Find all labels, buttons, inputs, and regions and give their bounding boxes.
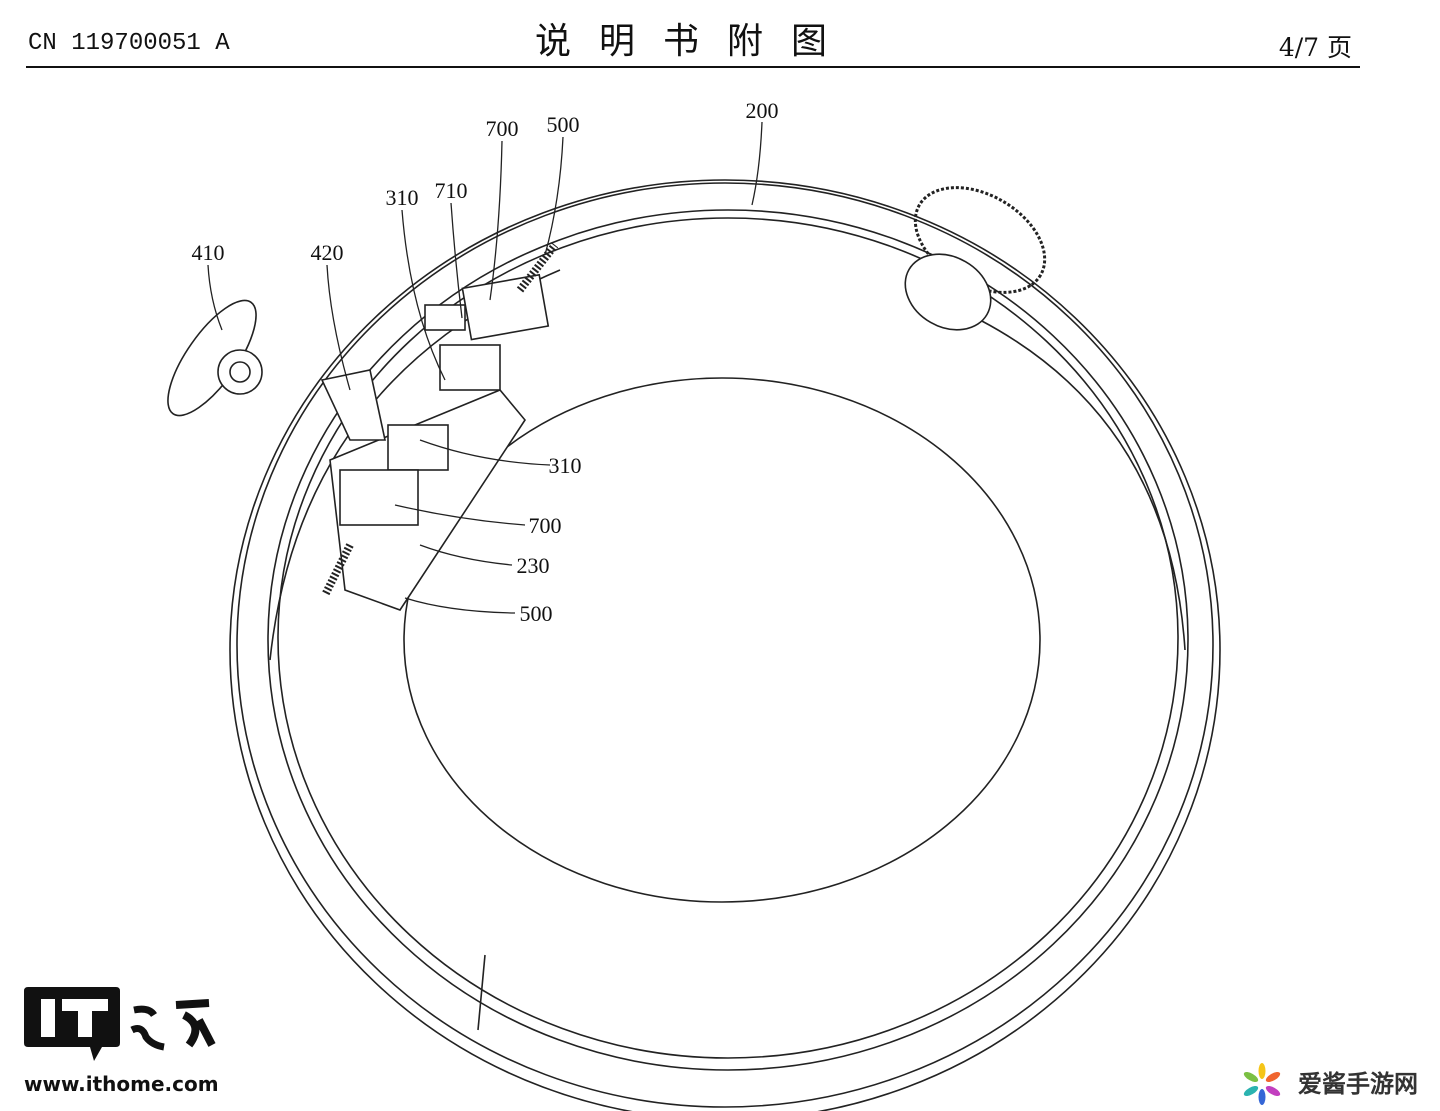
ithome-logo: [24, 987, 216, 1061]
label-310-right: 310: [549, 453, 582, 478]
ithome-url: www.ithome.com: [24, 1072, 219, 1096]
strap-attachment-assembly: [320, 242, 559, 611]
strap-pin-410: [167, 299, 263, 417]
publication-number: CN 119700051 A: [28, 30, 230, 57]
label-500-top: 500: [547, 112, 580, 137]
label-230: 230: [517, 553, 550, 578]
watch-case: [229, 179, 1221, 1111]
header-rule: [26, 66, 1360, 68]
label-420: 420: [311, 240, 344, 265]
label-700-right: 700: [529, 513, 562, 538]
label-200: 200: [746, 98, 779, 123]
label-310-top: 310: [386, 185, 419, 210]
page-number: 4/7 页: [1278, 33, 1352, 62]
crown: [904, 186, 1047, 331]
label-710: 710: [435, 178, 468, 203]
display-circle: [403, 377, 1041, 903]
aijiang-watermark: 爱酱手游网: [1240, 1058, 1440, 1110]
leader-lines: [207, 121, 763, 614]
page-title: 说明书附图: [534, 21, 855, 62]
label-410: 410: [192, 240, 225, 265]
pinwheel-icon: [1243, 1063, 1281, 1105]
aijiang-text: 爱酱手游网: [1298, 1070, 1418, 1098]
label-700-top: 700: [486, 116, 519, 141]
label-500-bottom: 500: [520, 601, 553, 626]
